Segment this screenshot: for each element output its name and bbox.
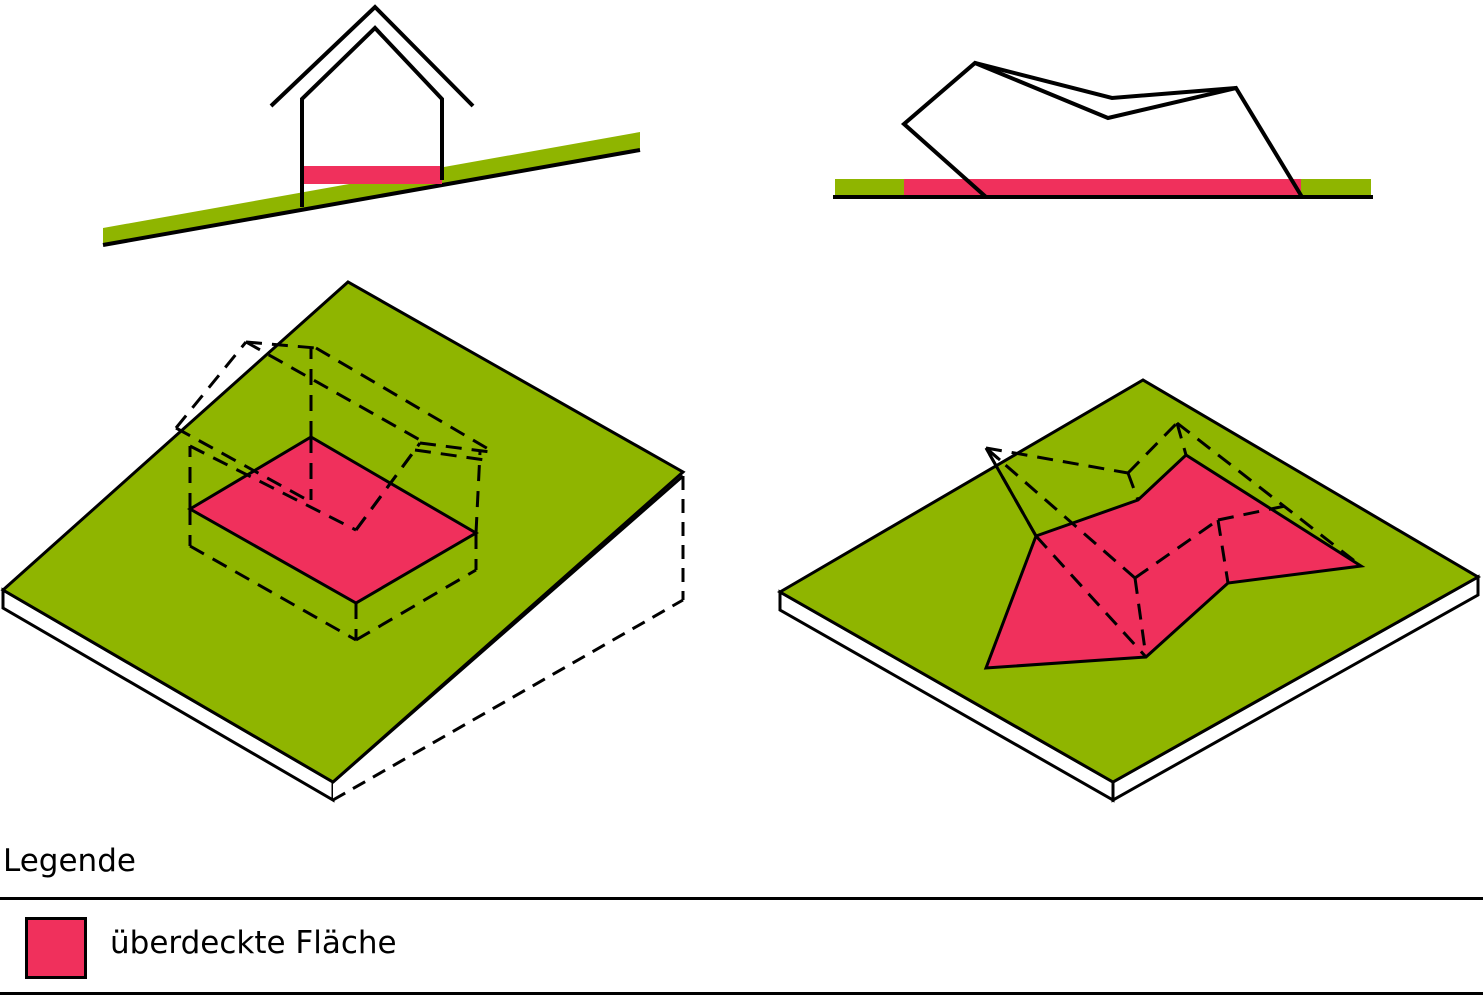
legend-swatch-covered-area: [25, 917, 87, 979]
isometric-canopy-on-flat: [776, 378, 1482, 803]
house-dashed-outline: [174, 340, 491, 642]
canopy-dashed-outline: [984, 421, 1362, 659]
canopy-ridge-line: [974, 61, 1237, 101]
canopy-covered-footprint: [983, 453, 1366, 670]
covered-area-band: [302, 166, 442, 184]
covered-area-band-flat: [904, 179, 1301, 196]
roof-overhang-line: [269, 4, 475, 108]
slope-block-bottom-dashed-edge: [332, 598, 684, 802]
legend-top-rule: [0, 897, 1483, 900]
legend-bottom-rule: [0, 992, 1483, 995]
covered-area-diagram: [0, 4, 1482, 803]
legend-title: Legende: [3, 843, 136, 879]
section-canopy-on-flat: [833, 60, 1373, 199]
canopy-outline: [900, 60, 1304, 199]
section-house-on-slope: [102, 4, 641, 247]
isometric-house-on-slope: [0, 280, 686, 803]
house-walls-and-roof: [300, 25, 444, 207]
slope-ground-line: [102, 148, 641, 247]
slope-block-side-face: [333, 476, 683, 800]
slope-ground-strip: [103, 132, 640, 245]
canopy-tip-mark: [984, 446, 1038, 537]
legend-label-covered-area: überdeckte Fläche: [110, 925, 397, 961]
